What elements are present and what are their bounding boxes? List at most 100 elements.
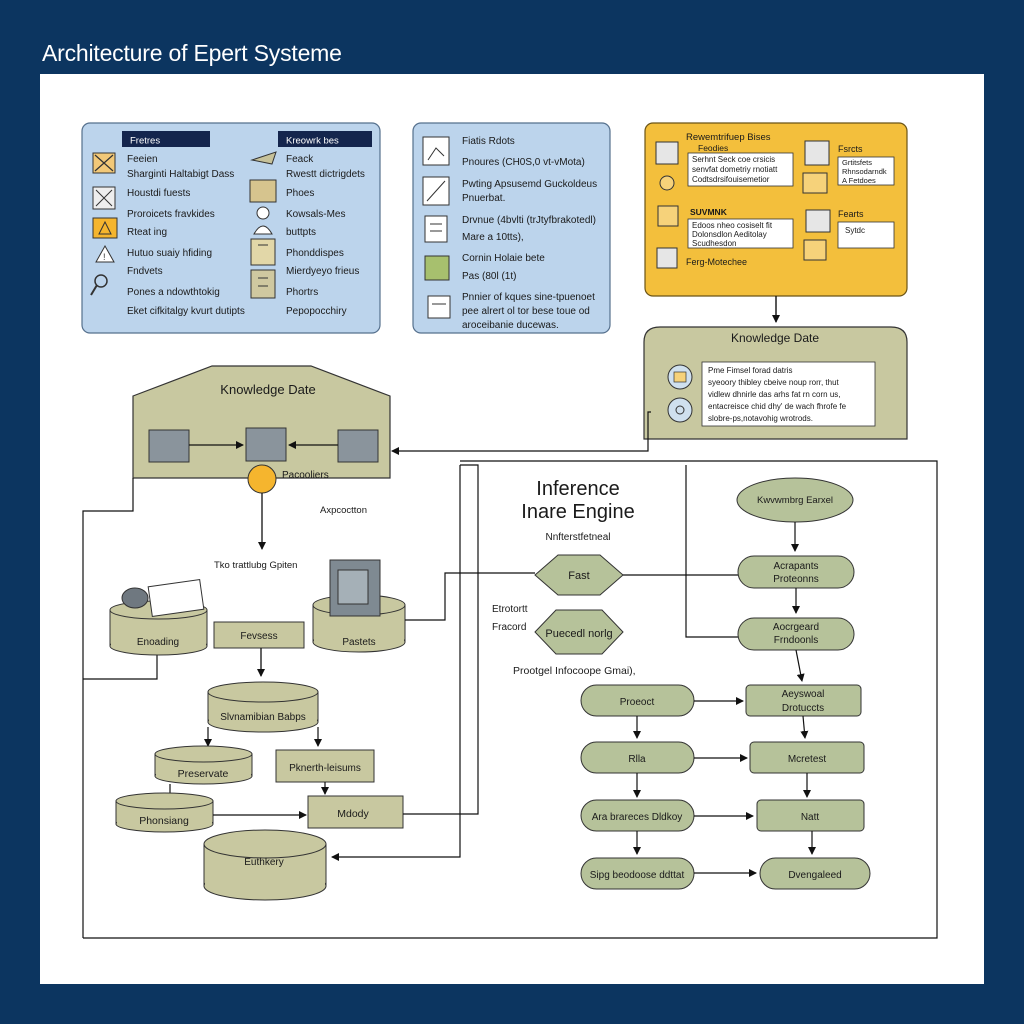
node-rlla: Rlla (580, 741, 695, 774)
cyl-phonsiang-label: Phonsiang (139, 815, 189, 827)
node-sipg: Sipg beodoose ddttat (580, 857, 695, 890)
node-label: Sipg beodoose ddttat (590, 870, 685, 881)
panel-a-header-left: Fretres (130, 136, 160, 147)
cyl-euthkery-label: Euthkery (244, 857, 283, 868)
flowchart-icon (422, 136, 450, 166)
rule-box-line: Dolonsdlon Aeditolay (692, 230, 767, 239)
kb-right-line: syeoory thibley cbeive noup rorr, thut (708, 378, 840, 387)
panel-c-title: Rewemtrifuep Bises (686, 132, 771, 143)
panel-b-item: Fiatis Rdots (462, 136, 515, 147)
knowledge-node-icon (247, 464, 277, 494)
connector-line (82, 478, 134, 938)
server-icon (250, 269, 276, 299)
label-etrotort: Etrotortt (492, 604, 528, 615)
node-label: Mcretest (788, 754, 827, 765)
search-icon (90, 274, 108, 296)
node-label: Natt (801, 812, 820, 823)
chart-icon (422, 176, 450, 206)
node-label: Dvengaleed (788, 870, 841, 881)
database-icon (250, 238, 276, 266)
rule-box (687, 218, 794, 249)
cylinder-preservate: Preservate (154, 745, 253, 785)
node-arubreces: Ara brareces Dldkoy (580, 799, 695, 832)
panel-b-item: Pnnier of kques sine-tpuenoet (462, 292, 595, 303)
kb-right-text-box (701, 361, 876, 427)
panel-a-left-item: Hutuo suaiy hfiding (127, 248, 212, 259)
panel-b-item: Mare a 10tts), (462, 232, 524, 243)
panel-a-left-item: Fndvets (127, 266, 163, 277)
box-pknerth (275, 749, 375, 783)
connector-line (405, 572, 535, 621)
node-label: Aocrgeard (773, 622, 819, 633)
knowledge-base-left: Knowledge Date Pacooliers (132, 365, 391, 494)
panel-a-left-item: Eket cifkitalgy kvurt dutipts (127, 306, 245, 317)
box-fevsess (213, 621, 305, 649)
panel-rule-bases: Rewemtrifuep Bises Feodies Serhnt Seck c… (644, 122, 908, 297)
panel-a-right-item: Phonddispes (286, 248, 344, 259)
node-label: Proeoct (620, 697, 655, 708)
puzzle-icon (802, 172, 828, 194)
cyl-right-label: Pastets (342, 637, 375, 648)
node-label: Proteonns (773, 574, 819, 585)
panel-c-bottom: Ferg-Motechee (686, 257, 747, 267)
panel-c-fearts-label: Fearts (838, 209, 864, 219)
panel-a-right-item: buttpts (286, 227, 316, 238)
kb-right-title: Knowledge Date (731, 331, 819, 345)
rule-box-line: Codtsdrsifouisemetior (692, 175, 770, 184)
cylinder-euthkery: Euthkery (203, 829, 327, 901)
kb-right-line: Pme Fimsel forad datris (708, 366, 792, 375)
panel-a-left-item: Rteat ing (127, 227, 167, 238)
cube-icon (337, 429, 379, 463)
node-label: Drotuccts (782, 703, 824, 714)
inference-title-line1: Inference (536, 478, 619, 500)
kb-right-line: vidlew dhnirle das arhs fat rn corn us, (708, 390, 841, 399)
panel-a-right-item: Feack (286, 154, 314, 165)
wrench-icon (657, 205, 679, 227)
node-aocrgeard: Aocrgeard Frndoonls (737, 617, 855, 651)
panel-b-item: Drvnue (4bvlti (trJtyfbrakotedl) (462, 215, 596, 226)
fearts-box-text: Sytdc (845, 226, 865, 235)
panel-a-right-item: Kowsals-Mes (286, 209, 345, 220)
network-icon (92, 186, 116, 210)
box-pknerth-label: Pknerth-leisums (289, 763, 361, 774)
cube-icon (655, 141, 679, 165)
panel-b-item: Cornin Holaie bete (462, 253, 545, 264)
svg-text:!: ! (103, 252, 106, 262)
globe-icon (667, 397, 693, 423)
cube-icon (245, 427, 287, 462)
panel-a-right-item: Phoes (286, 188, 314, 199)
database-icon (667, 364, 693, 390)
panel-b-item: Pnuerbat. (462, 193, 505, 204)
hex-puecedl-label: Puecedl norlg (545, 628, 612, 640)
connector-line (403, 464, 479, 815)
inference-engine-frame (83, 460, 938, 939)
node-label: Frndoonls (774, 635, 818, 646)
kb-left-label-right: Axpcoctton (320, 505, 367, 516)
panel-a-right-item: Phortrs (286, 287, 318, 298)
node-label: Rlla (628, 754, 646, 765)
hex-fast-label: Fast (568, 570, 589, 582)
rule-box-line: Scudhesdon (692, 239, 736, 248)
cylinder-phonsiang: Phonsiang (115, 792, 214, 833)
panel-a-right-item: Rwestt dictrigdets (286, 169, 365, 180)
node-label: Ara brareces Dldkoy (592, 812, 683, 823)
hex-puecedl: Puecedl norlg (534, 609, 624, 655)
tools-cluster-icon (121, 578, 205, 618)
kb-right-line: entacreisce chid dhy' de wach fhrofe fe (708, 402, 847, 411)
user-icon (253, 206, 273, 235)
panel-a-left-item: Feeien (127, 154, 158, 165)
server-icon (656, 247, 678, 269)
cube-icon (424, 255, 450, 281)
cyl-middle-label: Slvnamibian Babps (220, 712, 306, 723)
gear-icon (659, 175, 675, 191)
panel-features: Fretres Kreowrk bes ! Feeien Sharginti H… (81, 122, 381, 334)
note-icon (427, 295, 451, 319)
cyl-preservate-label: Preservate (178, 768, 229, 780)
panel-c-sub: Feodies (698, 143, 728, 153)
ellipse-top-label: Kwvwmbrg Earxel (757, 495, 833, 506)
kb-right-line: slobre-ps,notavohig wrotrods. (708, 414, 813, 423)
warning-icon (92, 217, 118, 239)
panel-a-left-item: Proroicets fravkides (127, 209, 215, 220)
box-fevsess-label: Fevsess (240, 631, 277, 642)
